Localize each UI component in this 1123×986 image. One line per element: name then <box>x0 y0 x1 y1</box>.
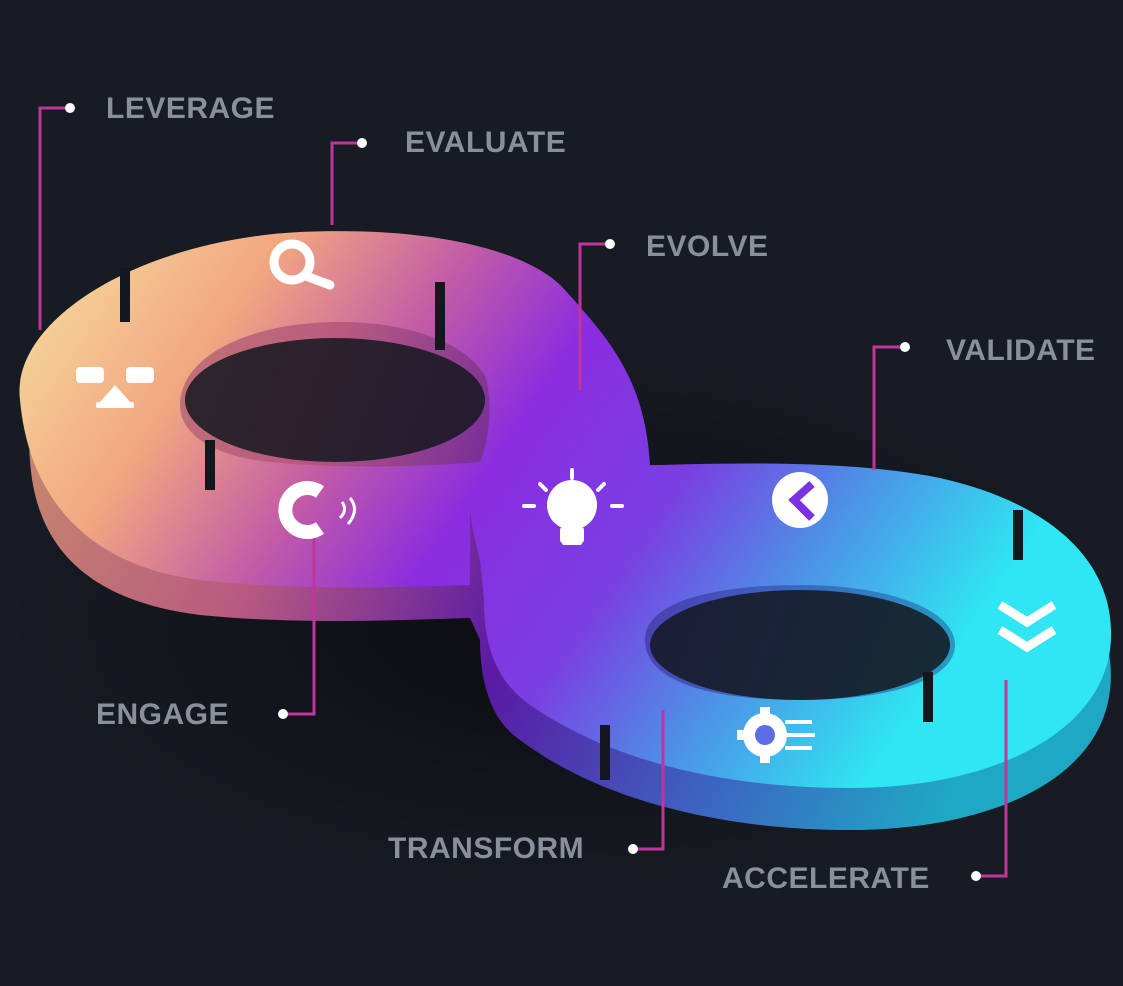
check-badge-icon <box>772 472 828 528</box>
label-evaluate: EVALUATE <box>405 126 567 159</box>
lightbulb-icon <box>522 468 624 545</box>
label-accelerate: ACCELERATE <box>722 862 930 895</box>
leader-lines <box>38 106 1008 878</box>
magnifier-icon <box>269 239 335 290</box>
balance-scale-icon <box>76 367 154 408</box>
label-transform: TRANSFORM <box>388 832 585 865</box>
label-evolve: EVOLVE <box>646 230 769 263</box>
label-engage: ENGAGE <box>96 698 230 731</box>
label-leverage: LEVERAGE <box>106 92 276 125</box>
label-validate: VALIDATE <box>946 334 1096 367</box>
gear-circuit-icon <box>737 707 815 763</box>
magnet-icon <box>278 481 356 539</box>
segment-gaps <box>120 268 1023 780</box>
left-hole <box>185 338 485 462</box>
right-hole <box>650 590 950 700</box>
leader-dots <box>65 103 981 881</box>
double-chevron-down-icon <box>997 601 1057 653</box>
